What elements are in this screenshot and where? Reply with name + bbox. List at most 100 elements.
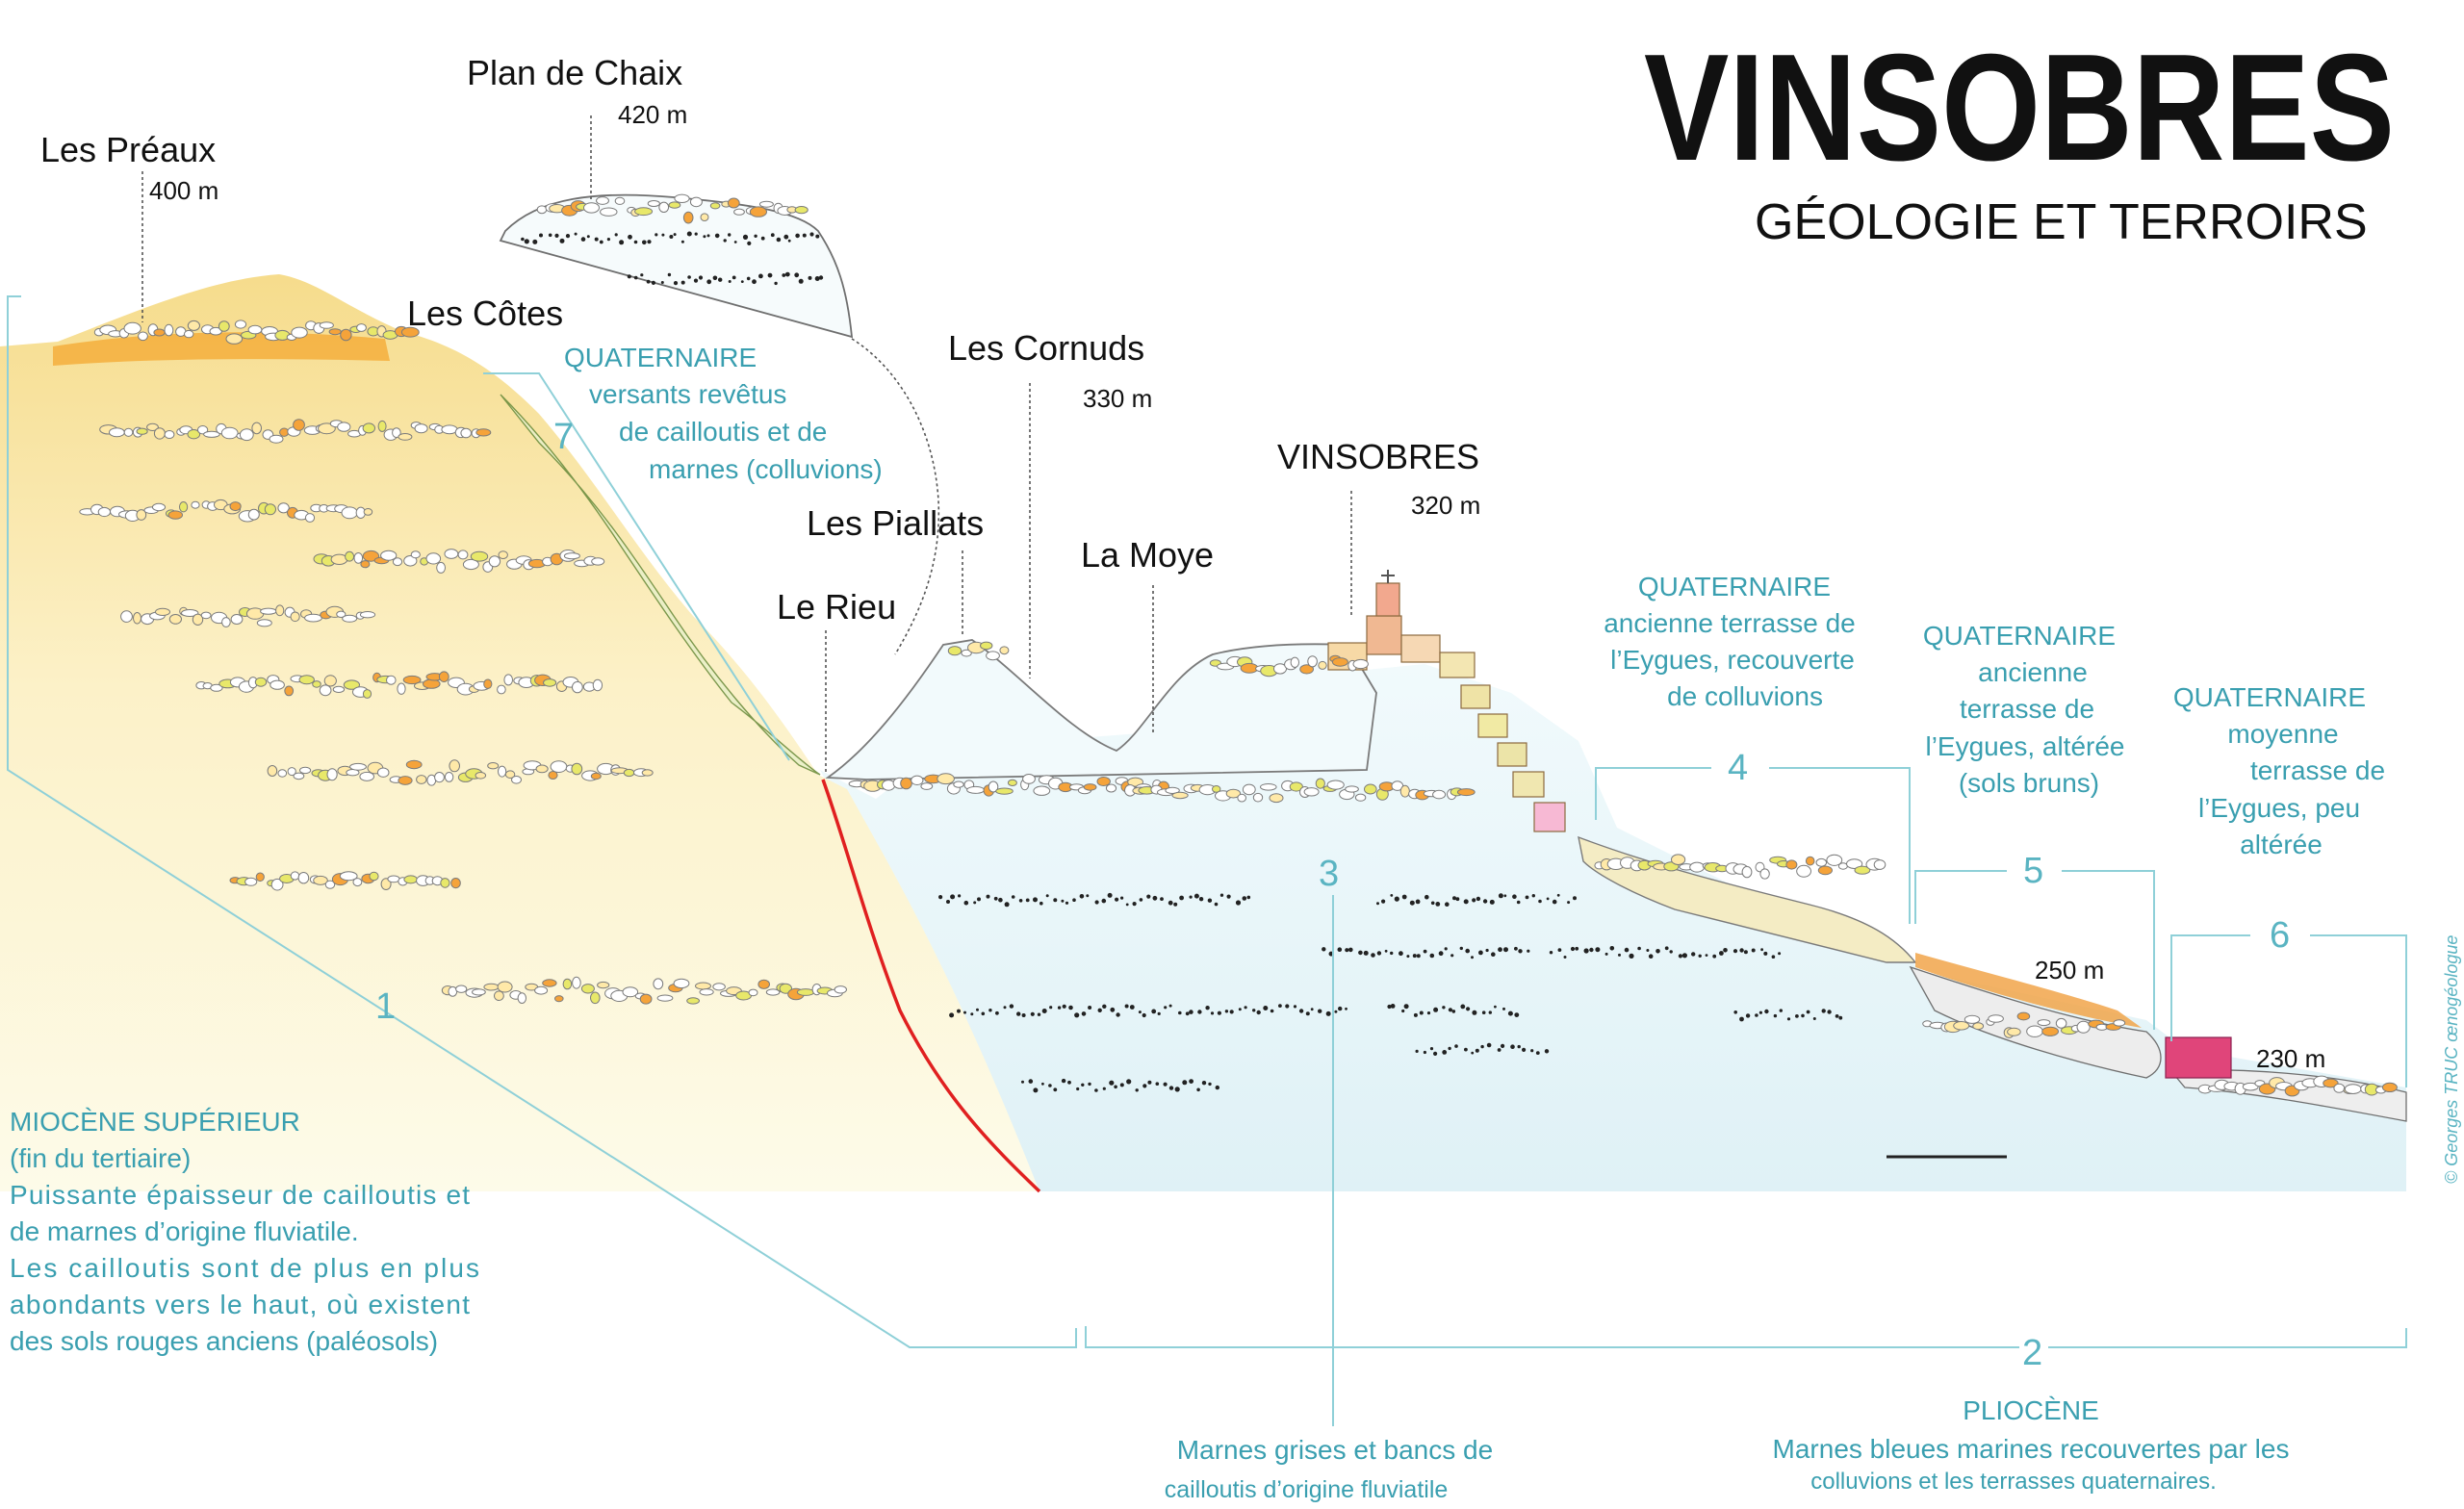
pebble (1303, 787, 1320, 797)
gravel-dot (728, 233, 732, 237)
gravel-dot (1057, 1006, 1062, 1010)
unit-5-line: l’Eygues, altérée (1925, 731, 2124, 761)
pebble (319, 684, 332, 697)
pebble (312, 680, 321, 688)
gravel-dot (1196, 1087, 1200, 1092)
gravel-dot (1497, 1048, 1502, 1052)
pebble (434, 772, 445, 783)
pebble (1331, 657, 1348, 667)
gravel-dot (1732, 949, 1738, 954)
gravel-dot (1719, 951, 1724, 956)
pebble (542, 979, 557, 987)
gravel-dot (1376, 902, 1379, 906)
pebble (438, 671, 449, 683)
pebble (668, 201, 681, 209)
gravel-dot (1246, 895, 1251, 900)
gravel-dot (767, 272, 773, 278)
gravel-dot (957, 1009, 961, 1013)
pebble (444, 549, 459, 559)
pebble (1873, 859, 1886, 870)
gravel-dot (1415, 1049, 1419, 1053)
gravel-dot (740, 280, 744, 283)
unit-3-line: cailloutis d’origine fluviatile (1165, 1476, 1449, 1503)
pebble (614, 196, 626, 205)
gravel-dot (1094, 1088, 1098, 1092)
pebble (298, 675, 315, 685)
gravel-dot (646, 279, 651, 284)
gravel-dot (770, 233, 775, 238)
gravel-dot (661, 233, 665, 237)
pebble (511, 776, 522, 784)
pebble (470, 550, 489, 562)
gravel-dot (1464, 1047, 1468, 1052)
gravel-dot (1164, 1006, 1168, 1010)
pebble (187, 429, 201, 440)
gravel-dot (1552, 899, 1557, 905)
gravel-dot (1589, 947, 1594, 953)
unit-7-line: de cailloutis et de (619, 417, 827, 447)
gravel-dot (1648, 954, 1654, 959)
gravel-dot (1061, 899, 1065, 903)
gravel-dot (1531, 894, 1536, 898)
gravel-dot (1429, 953, 1435, 959)
gravel-dot (1263, 1006, 1269, 1010)
pebble (359, 771, 375, 781)
gravel-dot (1205, 1006, 1210, 1010)
gravel-dot (1081, 1011, 1087, 1016)
unit-number-3: 3 (1319, 854, 1339, 894)
guide-brackets (7, 295, 2407, 1426)
gravel-dot (1460, 1004, 1466, 1010)
gravel-dot (1088, 1082, 1091, 1087)
gravel-dot (1755, 1013, 1758, 1017)
gravel-dots (521, 231, 1843, 1093)
pebble (313, 875, 328, 885)
pebble (376, 767, 390, 778)
gravel-dot (718, 277, 723, 282)
gravel-dot (1442, 1006, 1446, 1010)
gravel-dot (1413, 1012, 1418, 1017)
gravel-dot (1102, 1004, 1107, 1010)
pebble (342, 614, 358, 623)
pebble (673, 978, 690, 989)
pebble (455, 985, 468, 993)
gravel-dot (1338, 1006, 1343, 1011)
gravel-dot (1481, 1010, 1486, 1014)
gravel-dot (815, 234, 820, 239)
gravel-dot (1152, 895, 1158, 901)
pebble (1007, 779, 1017, 787)
gravel-dot (783, 234, 789, 240)
gravel-dot (1088, 1006, 1092, 1010)
pebble (1399, 784, 1410, 798)
gravel-dot (1345, 1007, 1348, 1010)
gravel-dot (1494, 1005, 1497, 1009)
gravel-dot (1557, 948, 1562, 952)
main-title: VINSOBRES (1644, 23, 2395, 192)
gravel-dot (1448, 1008, 1452, 1012)
gravel-dot (1189, 1079, 1194, 1084)
gravel-dot (794, 272, 800, 278)
pebble (600, 207, 618, 217)
pebble (136, 509, 147, 521)
pebble (225, 333, 244, 345)
pebble (247, 508, 260, 521)
gravel-dot (1451, 1010, 1456, 1013)
gravel-dot (1016, 1011, 1021, 1016)
gravel-dot (1516, 900, 1521, 905)
pebble (536, 205, 548, 215)
unit-2-line: Marnes bleues marines recouvertes par le… (1773, 1434, 2290, 1464)
gravel-dot (1079, 894, 1085, 899)
pebble (483, 678, 493, 689)
pebble (653, 978, 664, 990)
gravel-dot (1053, 1087, 1058, 1092)
gravel-dot (1472, 1010, 1477, 1015)
pebble (794, 206, 808, 215)
gravel-dot (1401, 1009, 1405, 1013)
pebble (749, 206, 768, 217)
gravel-dot (1538, 899, 1542, 904)
gravel-dot (1723, 948, 1728, 953)
gravel-dot (1751, 948, 1756, 953)
unit-5-line: ancienne (1978, 657, 2088, 687)
pebble (1083, 783, 1097, 791)
pebble (1815, 857, 1828, 867)
gravel-dot (1004, 902, 1010, 908)
